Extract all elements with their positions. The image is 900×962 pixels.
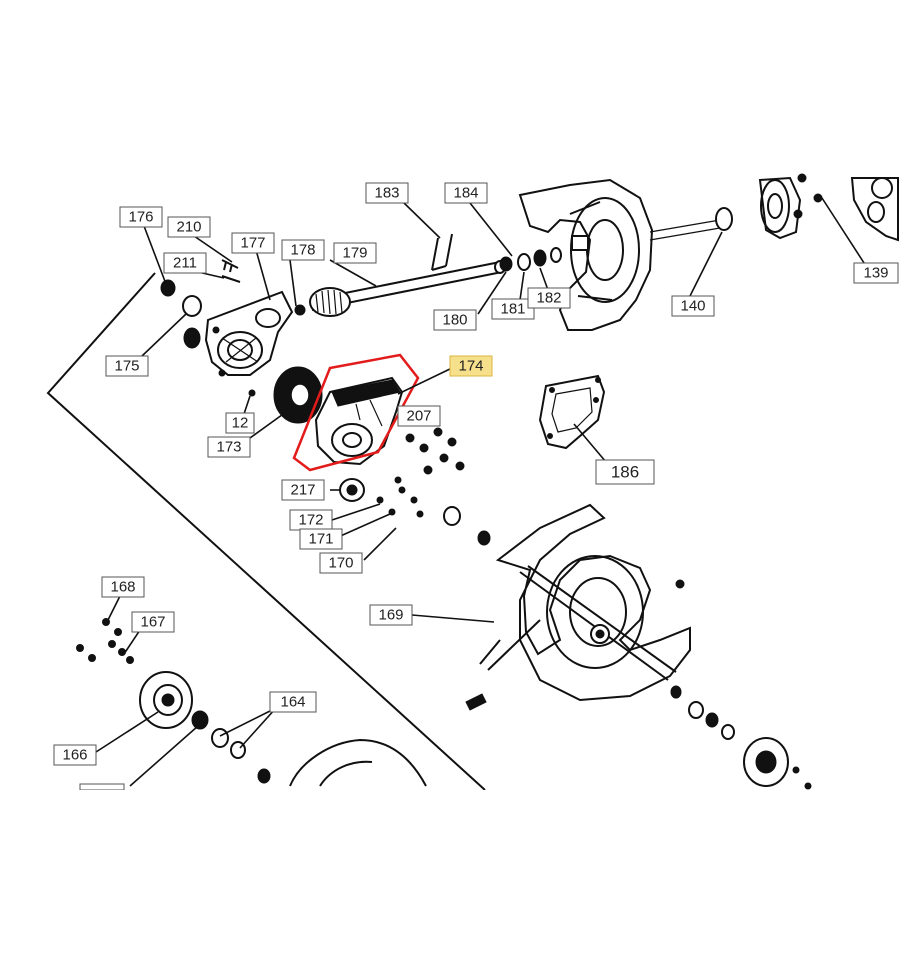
svg-text:177: 177 (240, 235, 265, 252)
bushing-217 (339, 478, 365, 502)
bearing-set (499, 247, 562, 272)
callout-182: 182 (527, 287, 571, 309)
svg-text:168: 168 (110, 579, 135, 596)
svg-text:211: 211 (173, 255, 197, 272)
pins-183 (431, 233, 453, 271)
callout-171: 171 (299, 528, 343, 550)
svg-text:183: 183 (374, 185, 399, 202)
callout-170: 170 (319, 552, 363, 574)
svg-text:172: 172 (298, 512, 323, 529)
small-gear (183, 327, 201, 349)
svg-text:140: 140 (680, 298, 705, 315)
callout-166: 166 (53, 744, 97, 766)
callout-175: 175 (105, 355, 149, 377)
callout-167: 167 (131, 611, 175, 633)
svg-text:184: 184 (453, 185, 478, 202)
auger-169 (465, 503, 691, 711)
callout-183: 183 (365, 182, 409, 204)
callout-164: 164 (269, 691, 317, 713)
impeller-housing (518, 178, 721, 331)
gasket-186 (538, 374, 606, 450)
callout-179: 179 (333, 242, 377, 264)
svg-text:167: 167 (140, 614, 165, 631)
svg-text:174: 174 (458, 358, 483, 375)
left-hub-166 (139, 671, 271, 784)
callout-177: 177 (231, 232, 275, 254)
svg-text:186: 186 (611, 463, 639, 482)
callout-217: 217 (281, 479, 325, 501)
bolt-211 (221, 275, 241, 283)
bearing-175 (182, 295, 202, 317)
drive-shaft (294, 260, 506, 317)
svg-text:176: 176 (128, 209, 153, 226)
svg-text:164: 164 (280, 694, 305, 711)
gear-case-housing (204, 290, 294, 377)
spur-gear (273, 366, 323, 424)
callout-211: 211 (163, 252, 207, 274)
small-bolts (376, 476, 424, 518)
callout-184: 184 (444, 182, 488, 204)
callout-12: 12 (225, 412, 255, 434)
callout-139: 139 (853, 262, 899, 284)
svg-text:175: 175 (114, 358, 139, 375)
leader-lines (95, 197, 867, 787)
callout-210: 210 (167, 216, 211, 238)
svg-text:12: 12 (232, 415, 249, 432)
callout-180: 180 (433, 309, 477, 331)
svg-text:207: 207 (406, 408, 431, 425)
callout-169: 169 (369, 604, 413, 626)
lower-auger-partial (289, 738, 427, 787)
gear-housing-174 (292, 353, 420, 472)
svg-text:170: 170 (328, 555, 353, 572)
svg-text:180: 180 (442, 312, 467, 329)
callout-178: 178 (281, 239, 325, 261)
svg-text:210: 210 (176, 219, 201, 236)
callout-176: 176 (119, 206, 163, 228)
callout-186: 186 (595, 459, 655, 485)
svg-text:179: 179 (342, 245, 367, 262)
svg-text:217: 217 (290, 482, 315, 499)
callout-140: 140 (671, 295, 715, 317)
highlight-outline (292, 353, 420, 472)
bolt-set-207 (405, 427, 465, 475)
svg-text:178: 178 (290, 242, 315, 259)
callout-207: 207 (397, 405, 441, 427)
auger-bearing-1 (443, 506, 461, 526)
pin-12 (248, 389, 256, 397)
callout-168: 168 (101, 576, 145, 598)
svg-text:171: 171 (308, 531, 333, 548)
svg-text:169: 169 (378, 607, 403, 624)
callout-181: 181 (491, 298, 535, 320)
ring-140 (715, 207, 733, 231)
svg-text:139: 139 (863, 265, 888, 282)
callout-173: 173 (207, 436, 251, 458)
bolts-168-167 (76, 618, 134, 664)
washer-176 (160, 279, 176, 297)
callout-172: 172 (289, 509, 333, 531)
svg-text:173: 173 (216, 439, 241, 456)
svg-text:166: 166 (62, 747, 87, 764)
right-hub-assembly (670, 685, 812, 790)
cropped-label (79, 783, 125, 791)
callout-174: 174 (449, 355, 493, 377)
impeller-139 (758, 173, 899, 242)
svg-text:181: 181 (500, 301, 525, 318)
bolt-210 (221, 259, 239, 273)
auger-bearing-2 (477, 530, 491, 546)
svg-text:182: 182 (536, 290, 561, 307)
frame-outline (46, 272, 486, 791)
crop-mask (0, 790, 900, 962)
